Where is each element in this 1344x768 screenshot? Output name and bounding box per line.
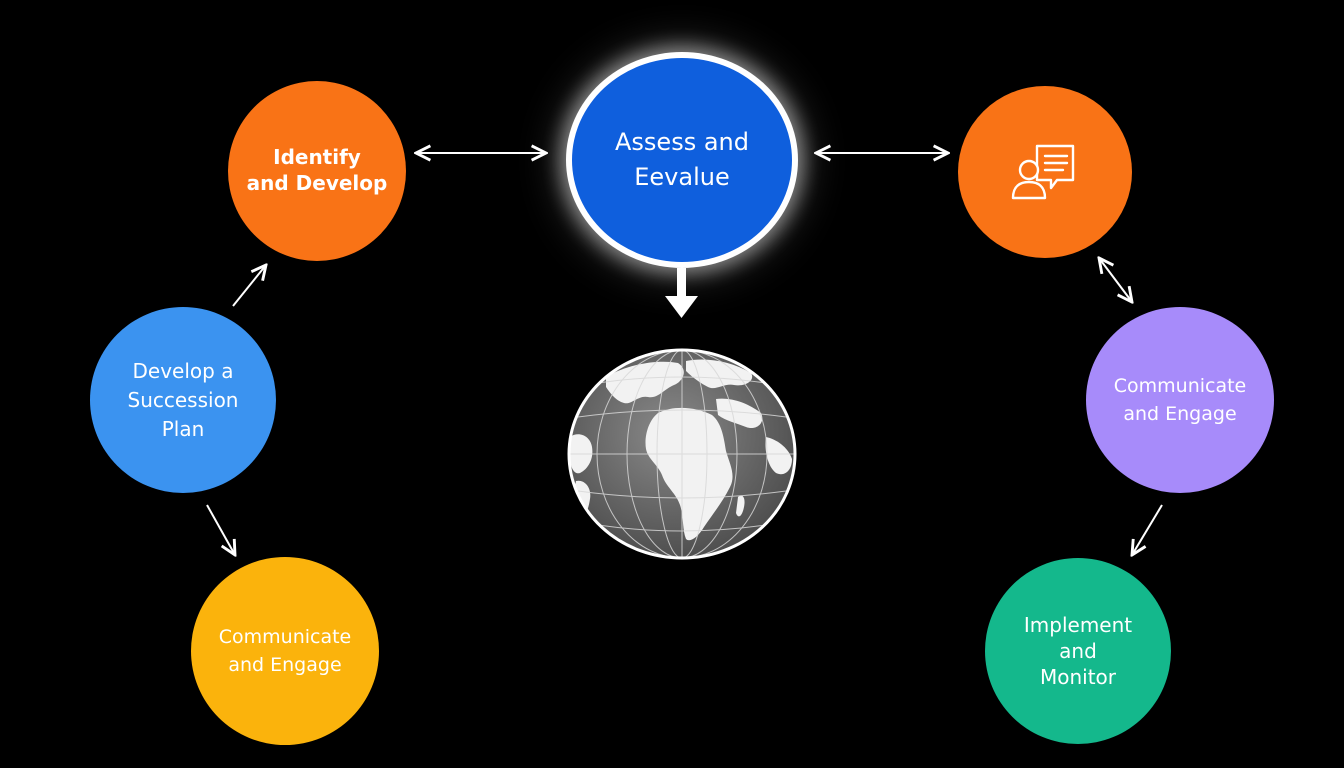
node-assess-evaluate: Assess and Eevalue	[566, 52, 798, 268]
globe-icon	[567, 348, 797, 560]
connector-plan-identify	[232, 265, 266, 307]
node-communicate-engage-right: Communicate and Engage	[1086, 307, 1274, 493]
node-person-document	[958, 86, 1132, 258]
node-implement-monitor: Implement and Monitor	[985, 558, 1171, 744]
connector-communicate-implement	[1132, 504, 1163, 555]
node-develop-succession-plan: Develop a Succession Plan	[90, 307, 276, 493]
node-identify-develop: Identify and Develop	[228, 81, 406, 261]
node-label: Assess and Eevalue	[615, 128, 749, 191]
node-label: Identify and Develop	[246, 145, 388, 195]
node-label: Implement and Monitor	[1023, 613, 1133, 689]
node-label: Communicate and Engage	[1113, 374, 1247, 426]
connector-plan-communicate	[206, 504, 235, 555]
connector-profile-communicate	[1099, 258, 1132, 302]
bold-down-arrow	[665, 268, 698, 318]
person-document-icon	[1011, 144, 1075, 200]
node-label: Develop a Succession Plan	[127, 358, 239, 441]
node-label: Communicate and Engage	[218, 625, 352, 677]
node-communicate-engage-left: Communicate and Engage	[191, 557, 379, 745]
